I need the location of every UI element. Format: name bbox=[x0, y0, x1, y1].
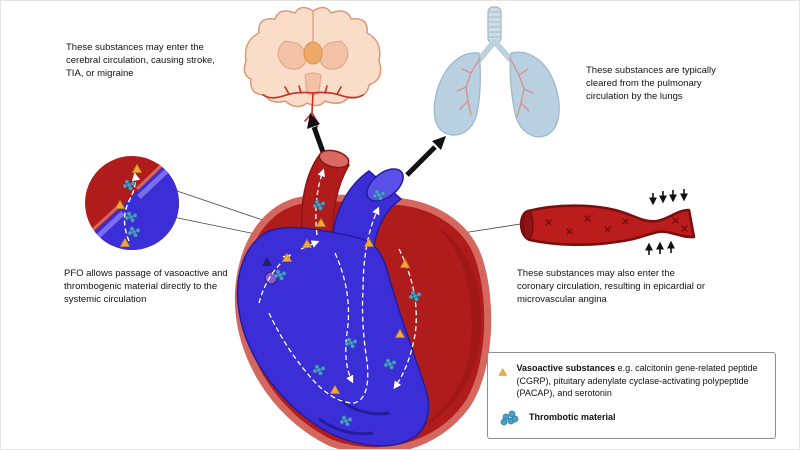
arrow-to-lungs bbox=[405, 136, 446, 177]
brain-illustration bbox=[243, 6, 382, 135]
annotation-pfo: PFO allows passage of vasoactive and thr… bbox=[64, 268, 228, 306]
bronchial-tree bbox=[456, 57, 534, 118]
legend-label-vasoactive: Vasoactive substances e.g. calcitonin ge… bbox=[517, 362, 765, 400]
annotation-pulmonary: These substances are typically cleared f… bbox=[586, 65, 716, 103]
pfo-dark-triangle bbox=[262, 257, 272, 266]
pfo-marker bbox=[264, 271, 278, 285]
annotation-cerebral: These substances may enter the cerebral … bbox=[66, 42, 215, 80]
vessel-substance-marks bbox=[545, 215, 688, 235]
thrombotic-dots-icon bbox=[500, 410, 519, 426]
pfo-inset-circle bbox=[85, 156, 179, 250]
legend-label-thrombotic: Thrombotic material bbox=[529, 411, 616, 424]
vasoactive-triangle-icon bbox=[498, 368, 508, 376]
lungs-illustration bbox=[433, 6, 560, 138]
legend-label-vasoactive-bold: Vasoactive substances bbox=[516, 363, 616, 373]
legend-item-thrombotic: Thrombotic material bbox=[498, 408, 765, 428]
legend: Vasoactive substances e.g. calcitonin ge… bbox=[487, 352, 776, 439]
heart-illustration bbox=[234, 149, 492, 449]
aorta bbox=[301, 152, 351, 244]
legend-item-vasoactive: Vasoactive substances e.g. calcitonin ge… bbox=[498, 362, 765, 400]
annotation-coronary: These substances may also enter the coro… bbox=[517, 268, 705, 306]
legend-label-thrombotic-bold: Thrombotic material bbox=[529, 412, 616, 423]
legend-label-vasoactive-rest: e.g. calcitonin gene-related peptide (CG… bbox=[516, 363, 758, 399]
compression-arrows bbox=[645, 189, 688, 255]
right-heart-chambers bbox=[236, 226, 430, 447]
arrow-to-brain bbox=[307, 113, 326, 153]
cerebral-arteries bbox=[262, 85, 364, 135]
coronary-vessel-illustration bbox=[519, 189, 696, 255]
